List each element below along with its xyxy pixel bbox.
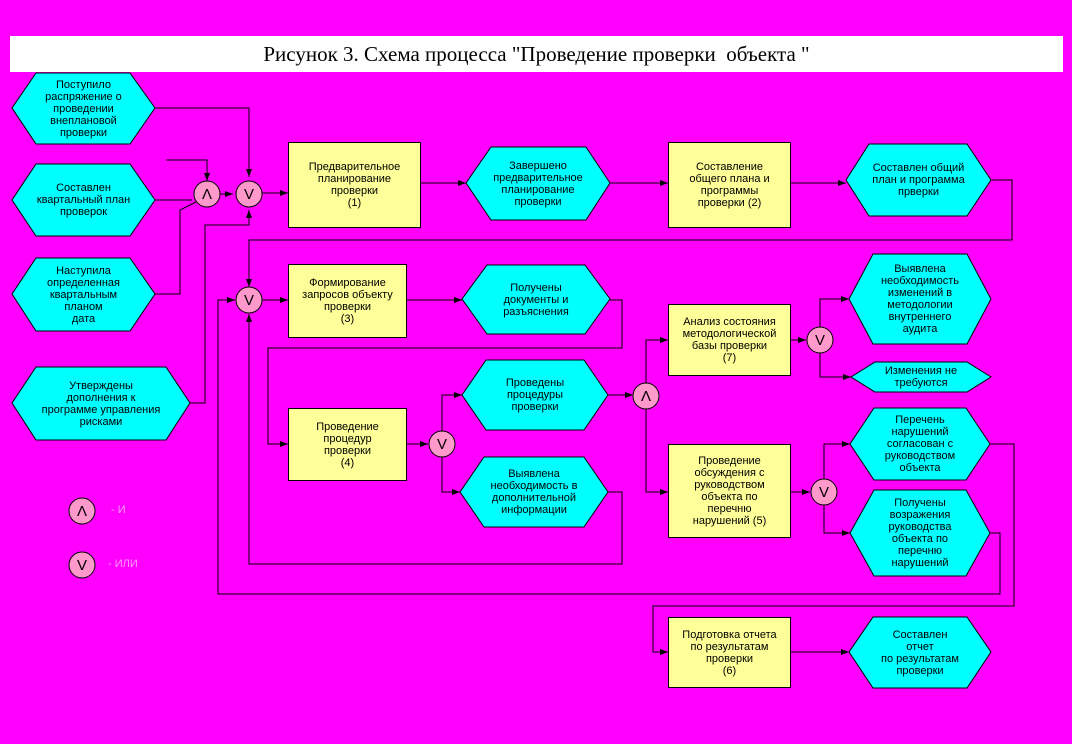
- connector: [823, 441, 850, 479]
- connector: [155, 201, 197, 295]
- event-risk-program-additions: Утверждены дополнения к программе управл…: [41, 379, 161, 428]
- operator-circle: [235, 286, 263, 314]
- event-shape: [11, 163, 156, 237]
- event-planning-completed: Завершено предварительное планирование п…: [493, 159, 583, 208]
- event-date-arrived: Наступила определенная квартальным плано…: [47, 264, 120, 325]
- operator-circle: [193, 180, 221, 208]
- function-report: Подготовка отчета по результатам проверк…: [668, 617, 791, 688]
- event-no-changes-needed: Изменения не требуются: [884, 365, 958, 389]
- or-operator: V: [818, 483, 829, 501]
- or-operator: V: [243, 185, 254, 203]
- event-shape: [845, 143, 992, 217]
- connector: [217, 297, 1001, 595]
- function-requests: Формирование запросов объекту проверки (…: [288, 264, 407, 338]
- or-operator: V: [436, 435, 447, 453]
- connector: [441, 392, 462, 431]
- connector: [819, 296, 849, 327]
- function-methodology-analysis: Анализ состояния методологической базы п…: [668, 304, 791, 376]
- function-procedures: Проведение процедур проверки (4): [288, 408, 407, 481]
- connector: [166, 159, 210, 181]
- connector: [246, 314, 623, 565]
- operator-circle: [428, 430, 456, 458]
- and-operator: Λ: [640, 387, 652, 405]
- event-quarterly-plan: Составлен квартальный план проверок: [36, 182, 131, 218]
- legend-circle: [68, 497, 96, 525]
- function-preliminary-planning: Предварительное планирование проверки (1…: [288, 142, 421, 228]
- event-shape: [11, 366, 191, 441]
- event-need-more-info: Выявлена необходимость в дополнительной …: [490, 468, 578, 516]
- connector: [819, 353, 851, 380]
- event-shape: [11, 257, 156, 332]
- connector: [823, 505, 850, 536]
- legend-or-label: - ИЛИ: [108, 558, 138, 570]
- operator-circle: [235, 180, 263, 208]
- or-operator: V: [243, 291, 254, 309]
- event-violations-agreed: Перечень нарушений согласован с руководс…: [884, 414, 956, 474]
- function-discussion: Проведение обсуждения с руководством объ…: [668, 444, 791, 538]
- event-objections-received: Получены возражения руководства объекта …: [888, 497, 952, 569]
- connector: [190, 210, 252, 404]
- diagram-title: Рисунок 3. Схема процесса "Проведение пр…: [10, 36, 1063, 72]
- connector: [267, 299, 623, 447]
- connector: [246, 179, 1013, 287]
- or-operator: V: [814, 331, 825, 349]
- event-documents-received: Получены документы и разъяснения: [503, 281, 569, 318]
- connector: [155, 107, 252, 177]
- operator-circle: [632, 382, 660, 410]
- function-general-plan: Составление общего плана и программы про…: [668, 142, 791, 228]
- legend-circle: [68, 551, 96, 579]
- legend-or-symbol: V: [76, 556, 87, 574]
- legend-and-label: - И: [111, 504, 126, 516]
- connector: [645, 409, 668, 495]
- connector: [645, 337, 668, 383]
- event-shape: [11, 72, 156, 145]
- operator-circle: [810, 478, 838, 506]
- event-methodology-change-needed: Выявлена необходимость изменений в метод…: [880, 263, 959, 335]
- connector: [652, 443, 1015, 655]
- connector: [441, 457, 460, 495]
- event-shape: [461, 264, 611, 335]
- and-operator: Λ: [201, 185, 213, 203]
- event-procedures-done: Проведены процедуры проверки: [505, 377, 565, 413]
- legend-and-symbol: Λ: [76, 502, 88, 520]
- event-plan-composed: Составлен общий план и программа прверки: [872, 162, 965, 198]
- event-report-composed: Составлен отчет по результатам проверки: [881, 628, 959, 677]
- event-unscheduled-order: Поступило распряжение о проведении внепл…: [45, 78, 122, 139]
- operator-circle: [806, 326, 834, 354]
